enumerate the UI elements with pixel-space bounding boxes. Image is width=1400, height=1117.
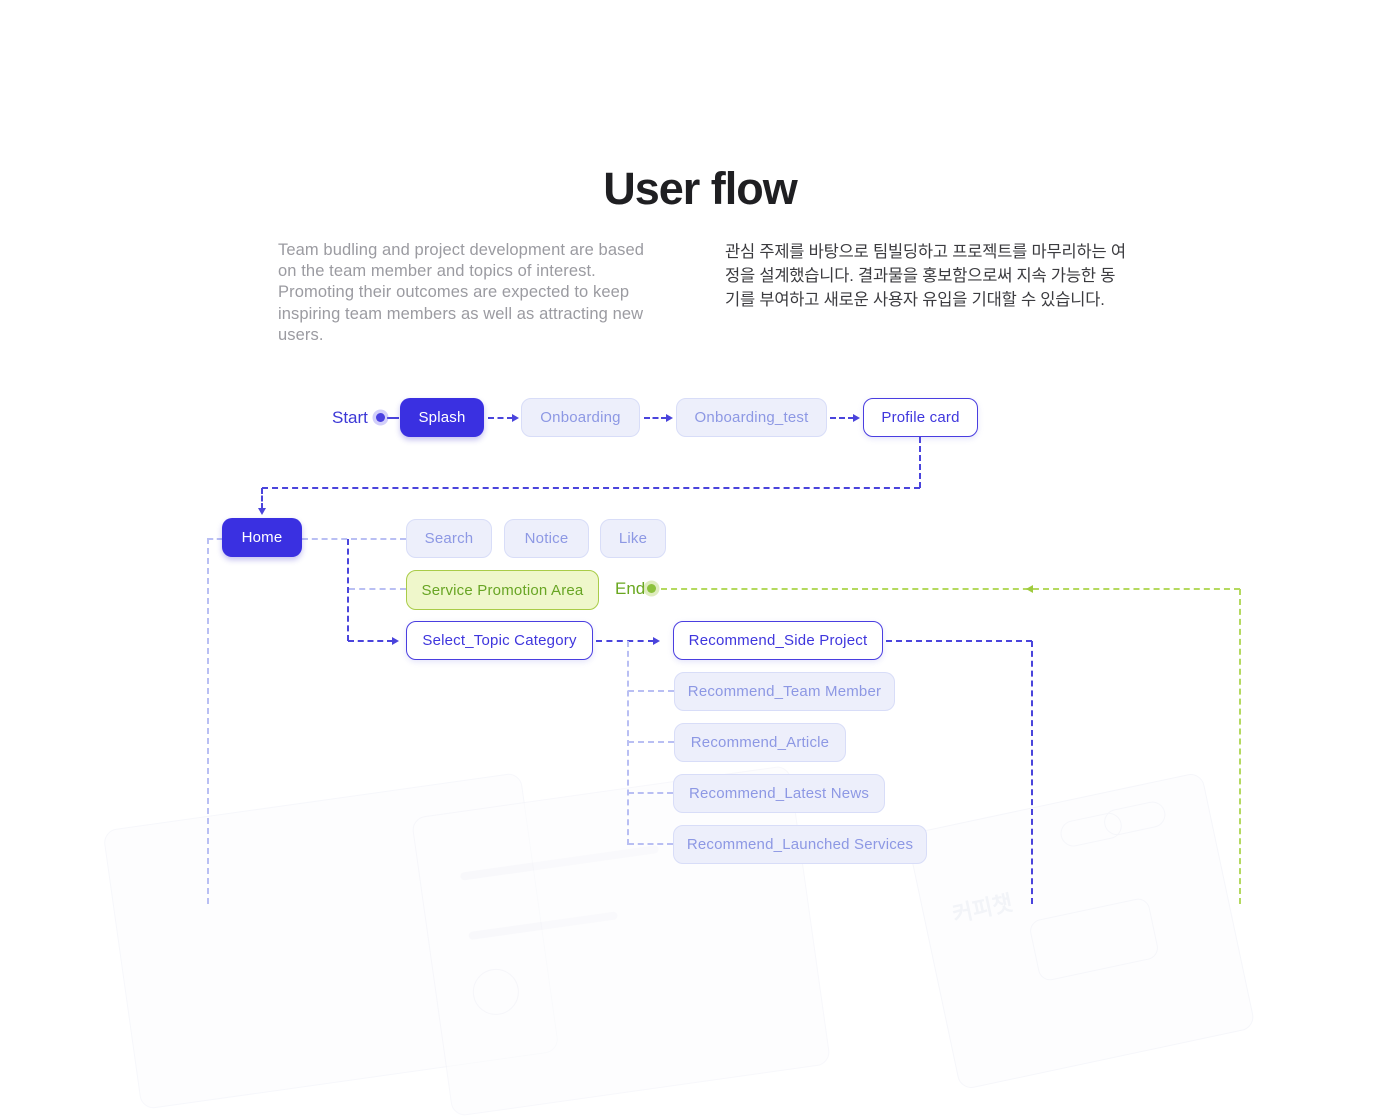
start-dot	[376, 413, 385, 422]
connector-rail-launched	[628, 843, 673, 845]
connector-select-recommend	[596, 640, 654, 642]
flow-node-splash: Splash	[400, 398, 484, 437]
connector-branch-service	[349, 588, 406, 590]
connector-rail-news	[628, 792, 673, 794]
connector-branch-select	[348, 640, 393, 642]
flow-node-recommend-side-project: Recommend_Side Project	[673, 621, 883, 660]
arrowhead-right-icon	[512, 413, 519, 422]
end-return-line	[661, 588, 1240, 590]
flow-node-like: Like	[600, 519, 666, 558]
connector-start-splash	[387, 417, 399, 419]
arrowhead-left-icon	[1026, 584, 1033, 593]
background-mockup-card	[410, 764, 832, 1117]
connector-recommend-right	[886, 640, 1032, 642]
connector-test-profile	[830, 417, 854, 419]
page-title: User flow	[603, 163, 798, 215]
arrowhead-right-icon	[653, 636, 660, 645]
flow-node-recommend-article: Recommend_Article	[674, 723, 846, 762]
connector-top-return	[262, 487, 920, 489]
flow-node-search: Search	[406, 519, 492, 558]
connector-splash-onboarding	[488, 417, 513, 419]
right-rail-green-line	[1239, 589, 1241, 904]
connector-onboarding-test	[644, 417, 667, 419]
left-rail-line	[207, 538, 209, 904]
arrowhead-down-icon	[257, 508, 266, 515]
connector-into-home	[261, 488, 263, 509]
flow-node-notice: Notice	[504, 519, 589, 558]
connector-home-left	[208, 538, 222, 540]
connector-rail-article	[628, 741, 674, 743]
intro-paragraph-en: Team budling and project development are…	[278, 240, 645, 345]
flow-node-onboarding-test: Onboarding_test	[676, 398, 827, 437]
recommend-rail-line	[627, 641, 629, 845]
start-label: Start	[332, 408, 368, 427]
background-mockup-card: 커피챗	[906, 771, 1256, 1091]
flow-node-profile-card: Profile card	[863, 398, 978, 437]
right-rail-blue-line	[1031, 641, 1033, 904]
end-label: End	[615, 579, 646, 598]
background-watermark-text: 커피챗	[950, 889, 1015, 928]
flow-node-home: Home	[222, 518, 302, 557]
connector-profile-down	[919, 437, 921, 488]
intro-paragraph-ko: 관심 주제를 바탕으로 팀빌딩하고 프로젝트를 마무리하는 여정을 설계했습니다…	[725, 242, 1126, 310]
connector-home-branch-down	[347, 539, 349, 641]
flow-node-service-promotion: Service Promotion Area	[406, 570, 599, 610]
end-dot	[647, 584, 656, 593]
arrowhead-right-icon	[392, 636, 399, 645]
flow-node-recommend-team-member: Recommend_Team Member	[674, 672, 895, 711]
arrowhead-right-icon	[853, 413, 860, 422]
arrowhead-right-icon	[666, 413, 673, 422]
connector-home-search	[302, 538, 406, 540]
flow-node-recommend-latest-news: Recommend_Latest News	[673, 774, 885, 813]
flow-node-recommend-launched-services: Recommend_Launched Services	[673, 825, 927, 864]
connector-rail-team	[628, 690, 674, 692]
flow-node-onboarding: Onboarding	[521, 398, 640, 437]
flow-node-select-topic: Select_Topic Category	[406, 621, 593, 660]
